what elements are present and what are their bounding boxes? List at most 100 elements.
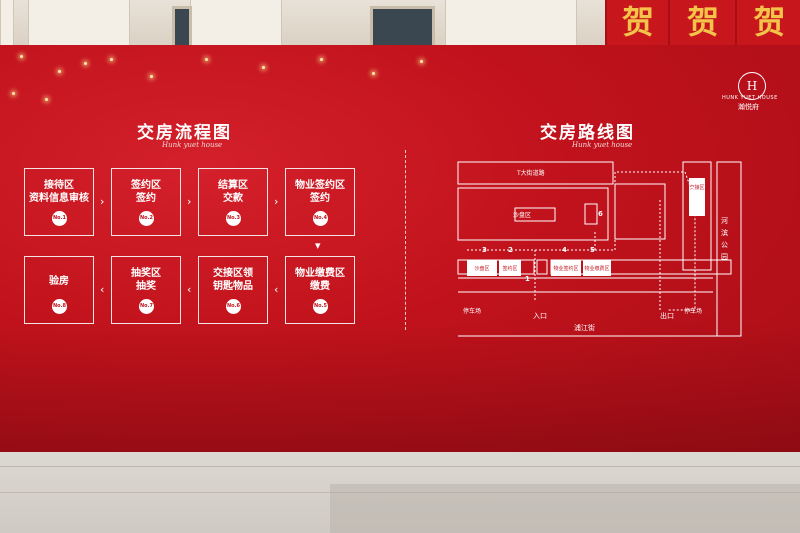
map-block: [457, 187, 609, 241]
route-path: [667, 171, 696, 311]
building-column: [28, 0, 130, 50]
sparkle: [110, 58, 113, 61]
process-step-6: 交接区领钥匙物品 No.6: [198, 256, 268, 324]
route-number: 5: [590, 246, 595, 254]
building-window: [172, 6, 192, 50]
route-title: 交房路线图: [540, 123, 635, 143]
board-shading: [0, 322, 800, 452]
brand-chinese-name: 瀚悦府: [738, 103, 759, 111]
building-column: [0, 0, 14, 50]
map-east-road-label: 河 滨 公 园: [721, 217, 728, 261]
map-block: [514, 207, 556, 222]
brand-english-name: HUNK YUET HOUSE: [722, 95, 778, 101]
route-number: 3: [482, 246, 487, 254]
step-line: 交接区领: [213, 268, 253, 279]
route-number: 7: [690, 186, 695, 194]
arrow-left-icon: ‹: [274, 283, 279, 296]
sparkle: [420, 60, 423, 63]
building-window: [370, 6, 435, 50]
building-column: [190, 0, 282, 50]
sparkle: [58, 70, 61, 73]
route-path: [595, 171, 685, 251]
banner-char: 贺: [753, 3, 786, 41]
handover-board: [0, 45, 800, 452]
arrow-left-icon: ‹: [100, 283, 105, 296]
arrow-right-icon: ›: [274, 195, 279, 208]
step-badge: No.4: [313, 211, 328, 226]
banner-char: 贺: [686, 3, 719, 41]
arrow-right-icon: ›: [100, 195, 105, 208]
map-top-road-label: T大街道路: [517, 170, 545, 177]
process-title: 交房流程图: [137, 123, 232, 143]
arrow-left-icon: ‹: [187, 283, 192, 296]
map-entrance-label: 入口: [533, 312, 547, 320]
map-box-c-label: 物业签约区: [551, 262, 581, 276]
process-step-5: 物业缴费区缴费 No.5: [285, 256, 355, 324]
map-block: [682, 161, 712, 271]
step-line: 签约: [310, 193, 330, 204]
process-step-7: 抽奖区抽奖 No.7: [111, 256, 181, 324]
greeting-banner: 贺: [668, 0, 736, 50]
step-badge: No.3: [226, 211, 241, 226]
route-number: 1: [525, 275, 530, 283]
pavement: [0, 452, 800, 533]
sparkle: [12, 92, 15, 95]
step-line: 签约: [136, 193, 156, 204]
sparkle: [320, 58, 323, 61]
pavement-joint: [0, 466, 800, 467]
step-line: 交款: [223, 193, 243, 204]
process-step-3: 结算区交款 No.3: [198, 168, 268, 236]
building-column: [445, 0, 577, 50]
ground-shadow: [330, 484, 800, 533]
step-badge: No.7: [139, 299, 154, 314]
route-subtitle-script: Hunk yuet house: [572, 141, 633, 149]
map-block: [457, 161, 614, 185]
map-sandtable-label: 沙盘区: [513, 212, 532, 219]
sparkle: [20, 55, 23, 58]
map-block: [614, 183, 666, 240]
banner-char: 贺: [621, 3, 654, 41]
step-line: 物业缴费区: [295, 268, 345, 279]
section-divider: [405, 150, 406, 330]
step-line: 抽奖区: [131, 268, 161, 279]
process-step-4: 物业签约区签约 No.4: [285, 168, 355, 236]
map-box-b-label: 签约区: [499, 262, 521, 276]
step-badge: No.1: [52, 211, 67, 226]
step-badge: No.8: [52, 299, 67, 314]
step-line: 签约区: [131, 180, 161, 191]
brand-logo-icon: H: [738, 72, 766, 100]
map-box-a-label: 沙盘区: [467, 262, 497, 276]
process-subtitle-script: Hunk yuet house: [162, 141, 223, 149]
greeting-banner: 贺: [605, 0, 669, 50]
sparkle: [372, 72, 375, 75]
map-parking-label: 停车场: [684, 308, 703, 315]
map-box-e-label: 交接区: [689, 178, 705, 216]
sparkle: [84, 62, 87, 65]
map-block: [536, 259, 548, 275]
process-step-2: 签约区签约 No.2: [111, 168, 181, 236]
map-exit-label: 出口: [660, 312, 674, 320]
step-line: 物业签约区: [295, 180, 345, 191]
step-line: 接待区: [44, 180, 74, 191]
sparkle: [150, 75, 153, 78]
step-line: 缴费: [310, 281, 330, 292]
route-number: 4: [562, 246, 567, 254]
map-box-d-label: 物业缴费区: [583, 262, 611, 276]
route-number: 2: [508, 246, 513, 254]
step-line: 钥匙物品: [213, 281, 253, 292]
process-step-1: 接待区资料信息审核 No.1: [24, 168, 94, 236]
sparkle: [262, 66, 265, 69]
route-number: 6: [598, 210, 603, 218]
step-badge: No.6: [226, 299, 241, 314]
step-line: 结算区: [218, 180, 248, 191]
step-line: 资料信息审核: [29, 193, 89, 204]
process-step-8: 验房 No.8: [24, 256, 94, 324]
map-block: [584, 203, 598, 225]
step-line: 验房: [49, 276, 69, 287]
greeting-banner: 贺: [735, 0, 800, 50]
map-parking-label: 停车场: [463, 308, 482, 315]
step-line: 抽奖: [136, 281, 156, 292]
map-bottom-road-label: 浦江街: [574, 324, 595, 332]
arrow-down-icon: ▾: [315, 239, 321, 252]
sparkle: [45, 98, 48, 101]
